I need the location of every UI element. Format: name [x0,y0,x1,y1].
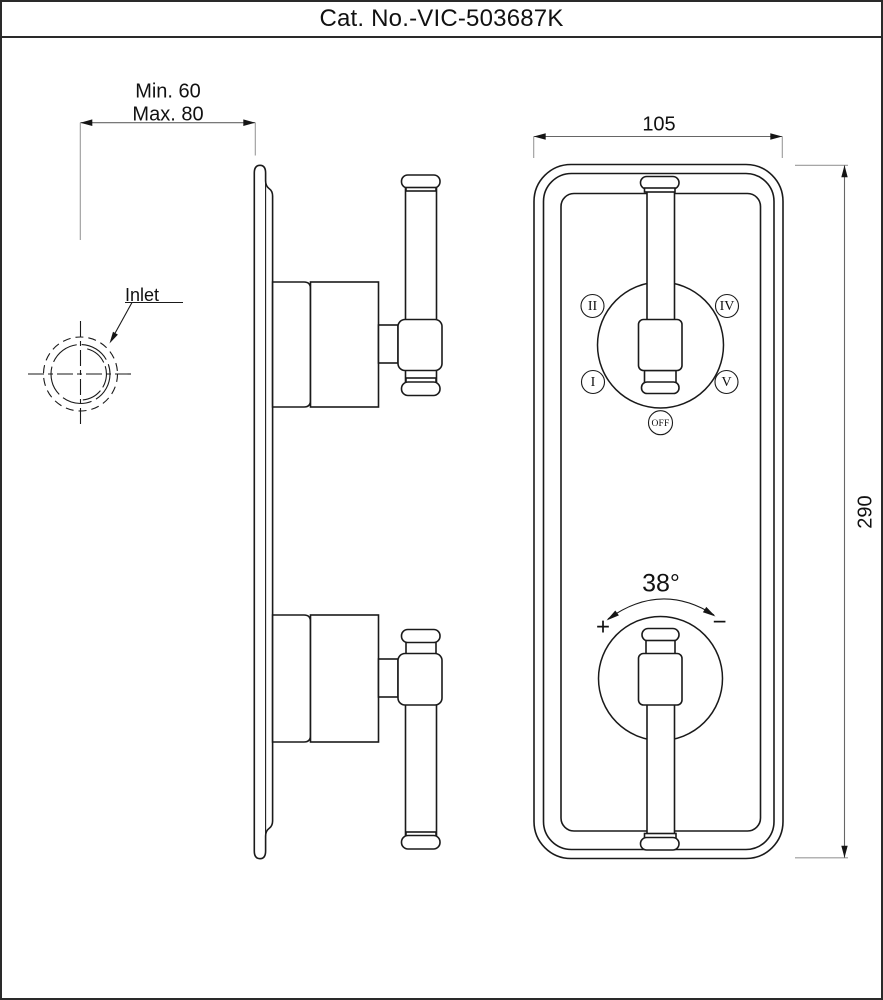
position-label-V: V [721,375,731,390]
lever-hub-side [397,318,443,372]
arc-arrowhead-right-icon [702,606,716,617]
spindle-side [377,658,399,698]
lever-top-lip-side [405,186,437,192]
temp-unit-side [271,614,443,850]
drawing-title: Cat. No.-VIC-503687K [319,5,564,32]
temp-lever-bar [646,703,676,837]
off-marker-circle [647,410,674,436]
width-dimension: 105 [533,113,783,158]
position-label-IV: IV [720,299,735,314]
depth-max-label: Max. 80 [132,103,203,125]
temp-plus-label: + [596,613,610,640]
arrowhead-up-icon [841,165,848,178]
diverter-lever-cap [639,175,680,190]
inlet-detail: Inlet [28,285,183,427]
temp-lever-hub [637,652,683,706]
temp-dial-front: 38° + − [596,570,727,851]
inlet-leader-arrowhead-icon [109,331,118,344]
position-marker-circle [580,293,605,319]
arrowhead-right-icon [770,133,783,140]
off-label: OFF [651,419,669,429]
position-marker-circle [580,369,606,395]
depth-min-label: Min. 60 [135,80,201,102]
arrowhead-left-icon [80,119,93,126]
position-marker-circle [714,293,740,319]
diverter-lever-collar [640,381,680,395]
spindle-side [377,324,399,364]
front-view: II IV I V OFF 38° + − [533,163,784,860]
lever-bottom-cap-side [400,381,441,397]
arrowhead-left-icon [533,133,546,140]
position-label-II: II [588,299,598,314]
temp-rotation-arc [607,598,715,620]
diverter-dial-front: II IV I V OFF [580,175,740,436]
diverter-lever-bar [646,190,676,322]
valve-body-side [309,281,380,408]
height-dim-label: 290 [854,495,876,528]
inlet-label: Inlet [125,285,159,305]
position-label-I: I [591,375,596,390]
width-dim-label: 105 [642,113,675,135]
position-marker-circle [714,369,739,395]
valve-body-side [309,614,380,743]
height-dimension: 290 [795,164,876,859]
wall-plate-side-profile [253,164,274,860]
diverter-lever-hub [637,318,683,372]
escutcheon-hub-side [271,281,312,408]
diverter-unit-side [271,174,443,408]
escutcheon-hub-side [271,614,312,743]
temp-lever-bottom-cap [639,836,680,851]
temp-minus-label: − [712,608,726,635]
depth-dimension: Min. 60 Max. 80 [79,80,256,240]
lever-top-cap-side [400,628,441,644]
diverter-lever-cap-lip [643,187,676,193]
lever-hub-side [397,652,443,706]
arrowhead-down-icon [841,845,848,858]
arrowhead-right-icon [243,119,256,126]
diverter-lever-neck [643,369,677,384]
arc-arrowhead-left-icon [606,610,619,621]
temp-lever-cap [641,627,680,642]
lever-bottom-cap-side [400,834,441,850]
title-bar: Cat. No.-VIC-503687K [2,2,881,38]
lever-bar-side [404,701,438,837]
inlet-pipe-inner-arc [82,348,107,401]
side-view [253,164,443,860]
lever-top-cap-side [400,174,441,189]
temp-angle-label: 38° [642,570,680,598]
